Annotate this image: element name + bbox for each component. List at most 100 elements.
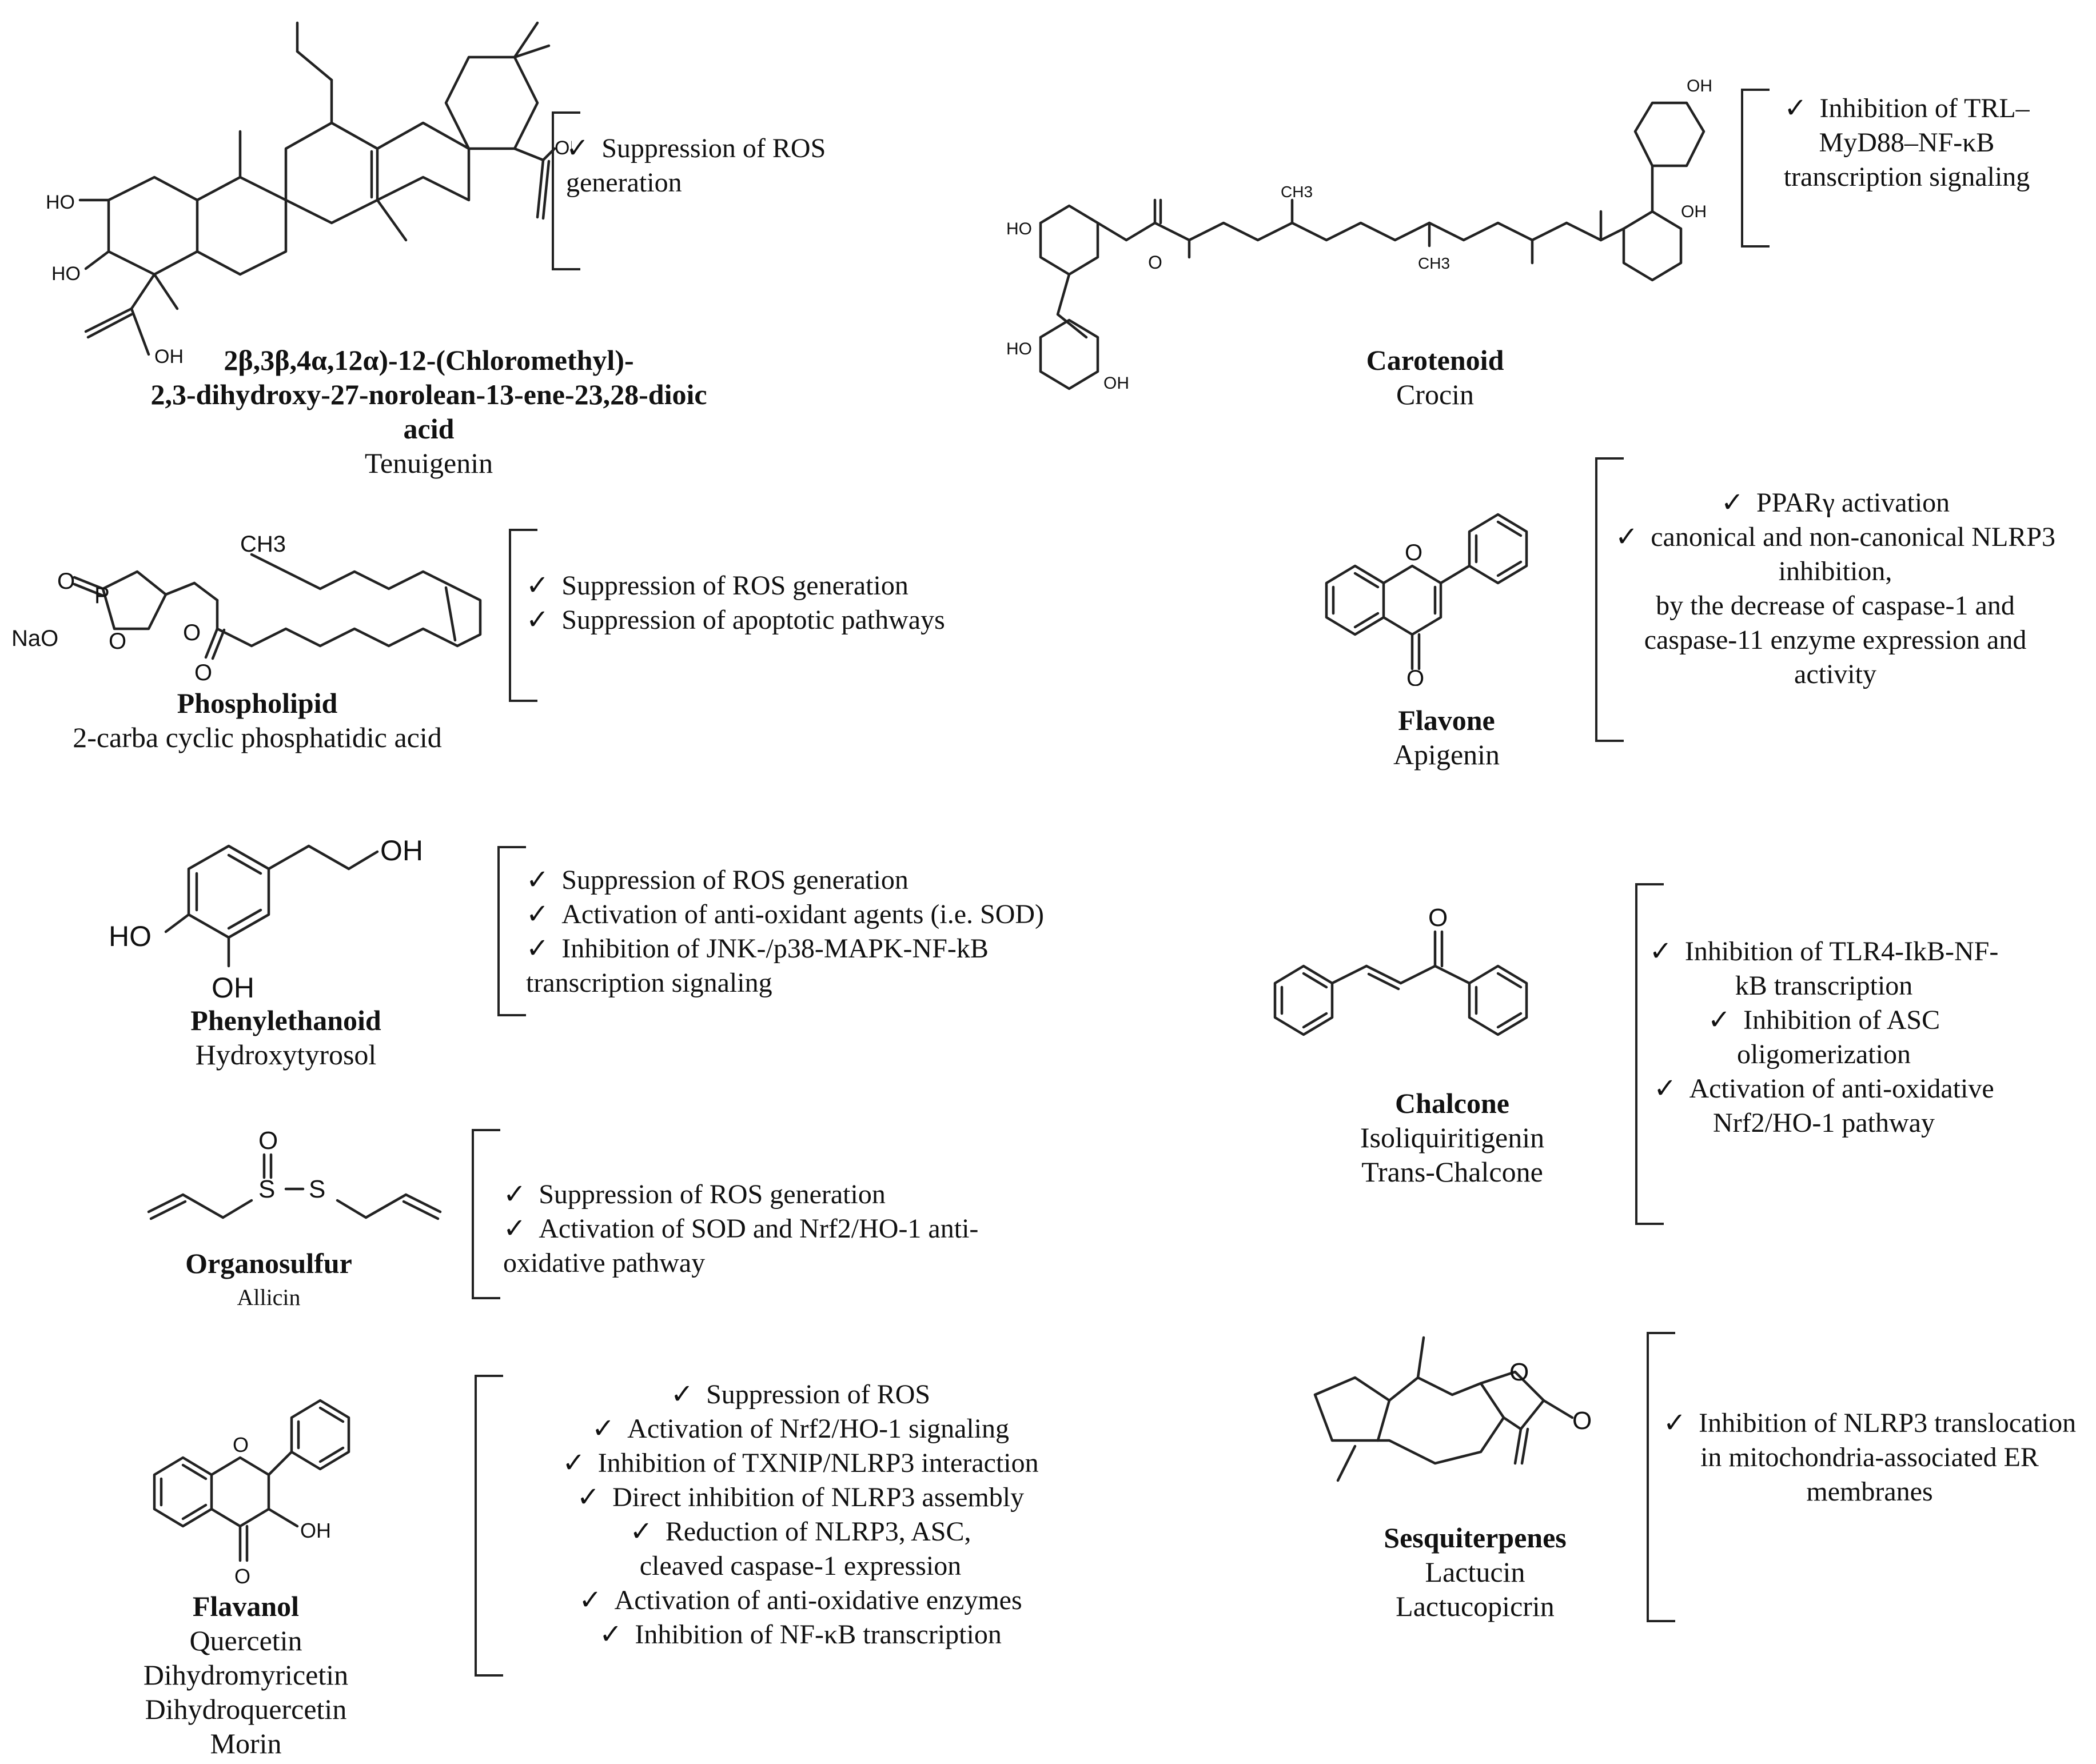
phospholipid-effects: ✓Suppression of ROS generation ✓Suppress… bbox=[526, 569, 1098, 637]
tenuigenin-iupac-line1: 2β,3β,4α,12α)-12-(Chloromethyl)- bbox=[224, 344, 634, 376]
tenuigenin-iupac-line2: 2,3-dihydroxy-27-norolean-13-ene-23,28-d… bbox=[150, 378, 707, 445]
tenuigenin-oh2-label: OH bbox=[555, 137, 572, 159]
allicin-class: Organosulfur bbox=[185, 1247, 352, 1279]
apigenin-caption: Flavone Apigenin bbox=[1332, 703, 1561, 772]
crocin-ch3-label: CH3 bbox=[1281, 183, 1313, 201]
allicin-caption: Organosulfur Allicin bbox=[143, 1246, 395, 1315]
chalcone-bracket bbox=[1635, 883, 1664, 1225]
flavanol-effect-1: ✓Suppression of ROS bbox=[486, 1378, 1115, 1412]
check-icon: ✓ bbox=[562, 1448, 585, 1478]
apigenin-effects: ✓PPARγ activation ✓canonical and non-can… bbox=[1607, 486, 2064, 692]
phospholipid-effect-2: ✓Suppression of apoptotic pathways bbox=[526, 603, 1098, 637]
crocin-effects: ✓Inhibition of TRL–MyD88–NF-κB transcrip… bbox=[1758, 91, 2055, 194]
tenuigenin-structure: HO HO OH OH bbox=[46, 11, 572, 366]
allicin-bracket bbox=[472, 1129, 500, 1299]
allicin-effect-2: ✓Activation of SOD and Nrf2/HO-1 anti-ox… bbox=[503, 1212, 1041, 1280]
hydroxytyrosol-caption: Phenylethanoid Hydroxytyrosol bbox=[143, 1003, 429, 1072]
tenuigenin-bracket bbox=[552, 111, 580, 270]
crocin-o-label: O bbox=[1148, 252, 1162, 273]
check-icon: ✓ bbox=[566, 133, 589, 163]
chalcone-name-2: Trans-Chalcone bbox=[1361, 1156, 1543, 1188]
apigenin-effect-1: ✓PPARγ activation bbox=[1607, 486, 2064, 520]
sesquiterpene-effect: ✓Inhibition of NLRP3 translocation in mi… bbox=[1658, 1406, 2081, 1509]
tenuigenin-oh-label: OH bbox=[154, 346, 184, 366]
phospholipid-effect-1: ✓Suppression of ROS generation bbox=[526, 569, 1098, 603]
allicin-s2-label: S bbox=[309, 1175, 325, 1203]
check-icon: ✓ bbox=[579, 1585, 602, 1615]
apigenin-effect-3: by the decrease of caspase-1 and caspase… bbox=[1644, 590, 2027, 689]
chalcone-effect-3: ✓Activation of anti-oxidative Nrf2/HO-1 … bbox=[1647, 1072, 2001, 1140]
hydroxytyrosol-effect-1: ✓Suppression of ROS generation bbox=[526, 863, 1212, 897]
flavanol-effect-3: ✓Inhibition of TXNIP/NLRP3 interaction bbox=[486, 1446, 1115, 1480]
crocin-effect: ✓Inhibition of TRL–MyD88–NF-κB transcrip… bbox=[1758, 91, 2055, 194]
flavanol-name-1: Quercetin bbox=[189, 1625, 302, 1657]
flavanol-o2-label: O bbox=[234, 1565, 250, 1588]
tenuigenin-name: Tenuigenin bbox=[364, 447, 493, 479]
flavanol-structure: O OH O bbox=[137, 1372, 446, 1589]
flavanol-o-label: O bbox=[233, 1433, 249, 1456]
phospholipid-o-label: O bbox=[57, 569, 75, 594]
check-icon: ✓ bbox=[526, 570, 549, 601]
check-icon: ✓ bbox=[526, 605, 549, 635]
crocin-oh3-label: OH bbox=[1103, 374, 1129, 393]
apigenin-o-label: O bbox=[1405, 540, 1422, 565]
flavanol-caption: Flavanol Quercetin Dihydromyricetin Dihy… bbox=[103, 1589, 389, 1761]
check-icon: ✓ bbox=[1784, 93, 1807, 123]
allicin-structure: O S S bbox=[137, 1120, 457, 1235]
crocin-name: Crocin bbox=[1396, 378, 1475, 410]
tenuigenin-effects: ✓Suppression of ROS generation bbox=[566, 131, 840, 200]
apigenin-class: Flavone bbox=[1398, 704, 1495, 736]
allicin-name: Allicin bbox=[237, 1284, 301, 1310]
check-icon: ✓ bbox=[1649, 936, 1672, 967]
sesquiterpene-name-2: Lactucopicrin bbox=[1396, 1590, 1555, 1622]
flavanol-effect-5: ✓Reduction of NLRP3, ASC, cleaved caspas… bbox=[600, 1515, 1001, 1583]
chalcone-effect-1: ✓Inhibition of TLR4-IkB-NF-kB transcript… bbox=[1647, 935, 2001, 1003]
apigenin-structure: O O bbox=[1315, 492, 1612, 686]
sesquiterpene-o2-label: O bbox=[1572, 1407, 1592, 1435]
check-icon: ✓ bbox=[1720, 488, 1744, 518]
phospholipid-o3-label: O bbox=[183, 620, 201, 645]
phospholipid-structure: O P NaO O O O CH3 bbox=[11, 526, 515, 686]
flavanol-name-2: Dihydromyricetin bbox=[143, 1659, 349, 1691]
chalcone-structure: O bbox=[1258, 897, 1624, 1069]
crocin-ch3b-label: CH3 bbox=[1418, 254, 1450, 272]
phospholipid-o2-label: O bbox=[109, 629, 126, 654]
allicin-effect-1: ✓Suppression of ROS generation bbox=[503, 1178, 1075, 1212]
crocin-oh-label: OH bbox=[1681, 202, 1707, 221]
crocin-class: Carotenoid bbox=[1366, 344, 1504, 376]
sesquiterpene-class: Sesquiterpenes bbox=[1384, 1522, 1567, 1554]
phospholipid-ch3-label: CH3 bbox=[240, 532, 286, 557]
check-icon: ✓ bbox=[503, 1179, 527, 1210]
check-icon: ✓ bbox=[1663, 1408, 1687, 1438]
chalcone-name-1: Isoliquiritigenin bbox=[1360, 1122, 1545, 1154]
crocin-ho2-label: HO bbox=[1006, 340, 1032, 358]
phospholipid-caption: Phospholipid 2-carba cyclic phosphatidic… bbox=[0, 686, 515, 755]
sesquiterpene-caption: Sesquiterpenes Lactucin Lactucopicrin bbox=[1344, 1520, 1607, 1623]
hydroxytyrosol-name: Hydroxytyrosol bbox=[195, 1039, 377, 1071]
check-icon: ✓ bbox=[629, 1516, 653, 1547]
apigenin-bracket bbox=[1595, 457, 1624, 742]
crocin-bracket bbox=[1741, 89, 1770, 248]
check-icon: ✓ bbox=[526, 933, 549, 964]
flavanol-oh-label: OH bbox=[300, 1519, 331, 1542]
phospholipid-class: Phospholipid bbox=[177, 687, 338, 719]
check-icon: ✓ bbox=[599, 1619, 623, 1650]
chalcone-effects: ✓Inhibition of TLR4-IkB-NF-kB transcript… bbox=[1647, 935, 2001, 1140]
phospholipid-p-label: P bbox=[94, 583, 110, 608]
check-icon: ✓ bbox=[576, 1482, 600, 1512]
apigenin-o2-label: O bbox=[1406, 666, 1424, 686]
apigenin-effect-2: ✓canonical and non-canonical NLRP3 inhib… bbox=[1607, 520, 2064, 589]
hydroxytyrosol-effects: ✓Suppression of ROS generation ✓Activati… bbox=[526, 863, 1212, 1000]
tenuigenin-caption: 2β,3β,4α,12α)-12-(Chloromethyl)- 2,3-dih… bbox=[149, 343, 709, 480]
hydroxytyrosol-ho-label: HO bbox=[109, 920, 152, 952]
check-icon: ✓ bbox=[670, 1379, 694, 1410]
crocin-structure: O CH3 CH3 OH OH HO HO OH bbox=[1006, 29, 1721, 440]
chalcone-o-label: O bbox=[1428, 904, 1448, 932]
check-icon: ✓ bbox=[591, 1414, 615, 1444]
check-icon: ✓ bbox=[1707, 1005, 1731, 1035]
flavanol-effect-6: ✓Activation of anti-oxidative enzymes bbox=[486, 1583, 1115, 1618]
chalcone-class: Chalcone bbox=[1395, 1087, 1509, 1119]
phospholipid-o4-label: O bbox=[194, 660, 212, 685]
check-icon: ✓ bbox=[526, 865, 549, 895]
tenuigenin-effect: ✓Suppression of ROS generation bbox=[566, 131, 840, 200]
